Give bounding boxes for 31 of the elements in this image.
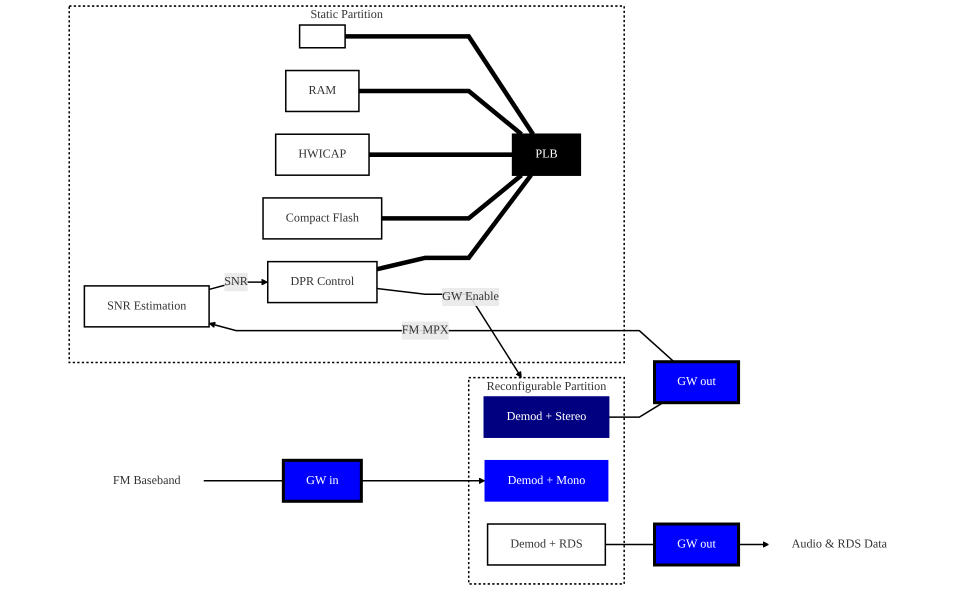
node-box	[653, 522, 740, 566]
connector	[605, 544, 655, 546]
connector	[358, 88, 523, 136]
connector	[376, 174, 533, 272]
connector	[369, 152, 513, 157]
node-box	[484, 396, 610, 438]
edge-label: SNR	[224, 275, 248, 288]
node-box	[486, 523, 606, 566]
edge-label: GW Enable	[442, 290, 499, 304]
arrow	[361, 477, 486, 484]
connector	[203, 480, 284, 482]
node-box	[653, 360, 740, 404]
cluster	[68, 5, 625, 364]
arrow	[208, 322, 674, 362]
node-box	[282, 458, 363, 503]
node-text: Audio & RDS Data	[792, 538, 888, 551]
connector	[609, 402, 664, 418]
node-box	[285, 70, 360, 112]
arrow	[376, 288, 522, 378]
node-box	[266, 260, 378, 304]
connector	[345, 34, 535, 136]
node-box	[262, 197, 382, 240]
node-box	[274, 133, 370, 176]
cluster	[468, 376, 625, 585]
node-box	[84, 285, 210, 328]
arrow	[738, 541, 770, 548]
node-box	[512, 133, 582, 176]
node-box	[484, 460, 608, 502]
edge-label: FM MPX	[402, 324, 449, 337]
node-box	[298, 24, 346, 49]
node-text: FM Baseband	[112, 474, 181, 487]
